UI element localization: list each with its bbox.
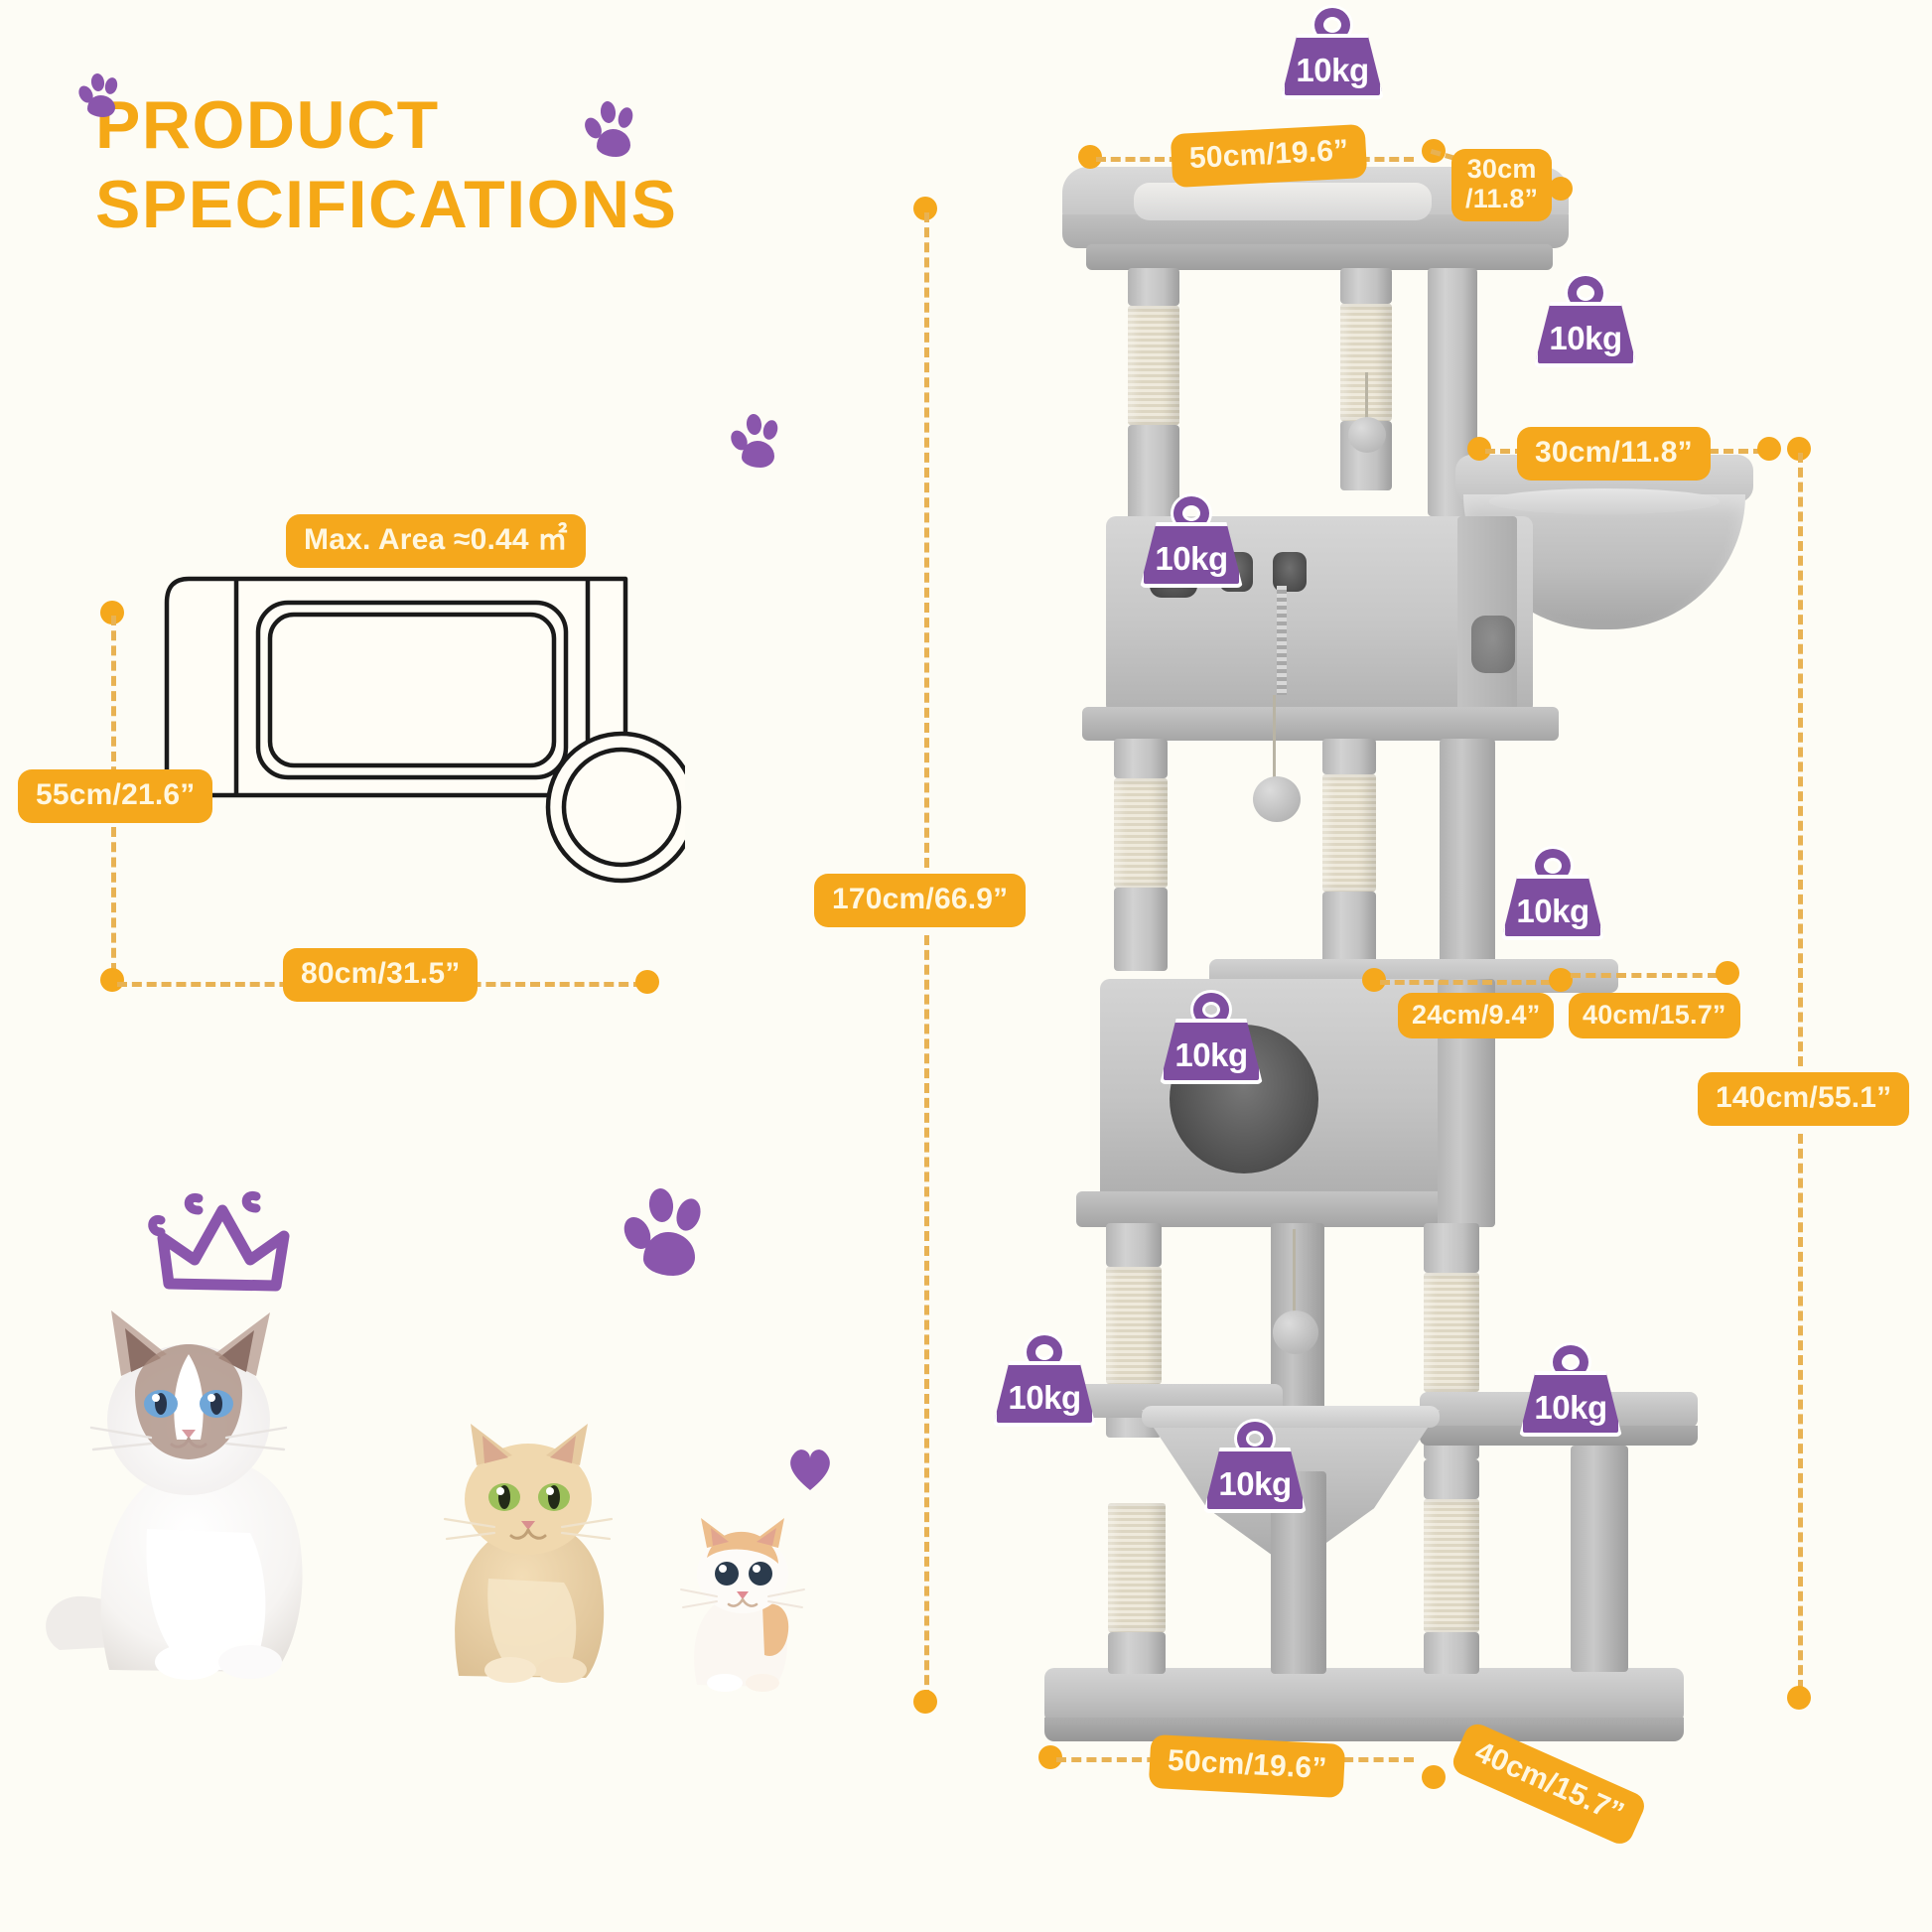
weight-badge-label: 10kg xyxy=(1218,1465,1292,1502)
dimension-dot xyxy=(1757,437,1781,461)
dimension-dot xyxy=(1787,1686,1811,1710)
british-shorthair-cat-image xyxy=(415,1410,643,1693)
dimension-line-vertical xyxy=(924,212,929,868)
width-label: 80cm/31.5” xyxy=(283,948,479,1002)
mid-shelf-b-label: 40cm/15.7” xyxy=(1569,993,1740,1039)
dimension-dot xyxy=(1549,968,1573,992)
top-platform-depth-label: 30cm /11.8” xyxy=(1451,149,1553,222)
top-platform-width-label: 50cm/19.6” xyxy=(1170,123,1368,188)
weight-badge-lower-condo: 10kg xyxy=(1160,993,1263,1084)
dimension-line-vertical xyxy=(1798,1134,1803,1690)
crown-icon xyxy=(139,1186,308,1306)
right-height-label: 140cm/55.1” xyxy=(1698,1072,1910,1126)
dimension-dot xyxy=(1422,1765,1446,1789)
dimension-line-horizontal xyxy=(1380,980,1551,985)
depth-label: 55cm/21.6” xyxy=(18,769,213,823)
weight-badge-left-perch: 10kg xyxy=(993,1335,1096,1427)
weight-badge-mid-shelf: 10kg xyxy=(1501,849,1604,940)
dimension-line-horizontal xyxy=(1571,973,1718,978)
kitten-image xyxy=(667,1514,816,1698)
weight-badge-upper-condo: 10kg xyxy=(1140,496,1243,588)
weight-badge-label: 10kg xyxy=(1008,1379,1081,1416)
weight-body-icon xyxy=(1534,302,1637,367)
total-height-label: 170cm/66.9” xyxy=(814,874,1027,927)
paw-print-icon xyxy=(581,99,639,161)
max-area-label: Max. Area ≈0.44 ㎡ xyxy=(286,514,586,568)
weight-badge-right-perch: 10kg xyxy=(1519,1345,1622,1437)
paw-print-icon xyxy=(619,1186,707,1282)
dimension-dot xyxy=(1422,139,1446,163)
page-title: PRODUCT SPECIFICATIONS xyxy=(95,87,678,243)
ragdoll-cat-image xyxy=(40,1281,387,1688)
weight-badge-hanging-basket: 10kg xyxy=(1534,276,1637,367)
cat-tree-image xyxy=(1023,119,1753,1787)
paw-print-icon xyxy=(75,71,121,119)
dimension-line-vertical xyxy=(1798,453,1803,1066)
weight-badge-hammock: 10kg xyxy=(1203,1422,1307,1513)
weight-badge-label: 10kg xyxy=(1549,320,1622,356)
heart-icon xyxy=(784,1445,836,1494)
dimension-dot xyxy=(1716,961,1739,985)
weight-badge-label: 10kg xyxy=(1174,1036,1248,1073)
base-width-label: 50cm/19.6” xyxy=(1148,1733,1346,1798)
dimension-dot xyxy=(100,968,124,992)
weight-badge-label: 10kg xyxy=(1296,52,1369,88)
dimension-line-vertical xyxy=(924,935,929,1700)
weight-body-icon xyxy=(1140,522,1243,588)
dimension-dot xyxy=(635,970,659,994)
weight-badge-label: 10kg xyxy=(1516,893,1589,929)
dimension-dot xyxy=(913,1690,937,1714)
weight-body-icon xyxy=(1501,875,1604,940)
weight-badge-top-platform: 10kg xyxy=(1281,8,1384,99)
weight-badge-label: 10kg xyxy=(1534,1389,1607,1426)
footprint-diagram xyxy=(159,571,698,889)
basket-diameter-label: 30cm/11.8” xyxy=(1517,427,1711,481)
dimension-dot xyxy=(1549,177,1573,201)
mid-shelf-a-label: 24cm/9.4” xyxy=(1398,993,1555,1039)
weight-badge-label: 10kg xyxy=(1155,540,1228,577)
paw-print-icon xyxy=(727,412,783,472)
